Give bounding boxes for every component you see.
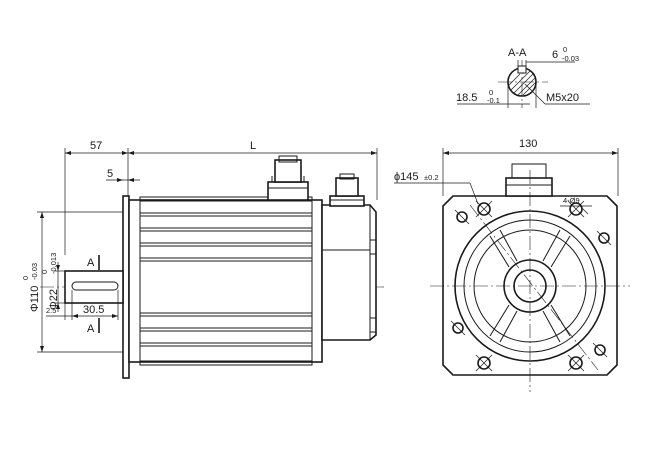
encoder-housing bbox=[321, 204, 377, 341]
key-width-value: 6 bbox=[552, 49, 558, 61]
side-view: 57 L 5 bbox=[21, 140, 385, 379]
key-depth-tol-lower: -0.1 bbox=[487, 96, 500, 105]
bore-circle bbox=[473, 229, 587, 343]
mounting-hole bbox=[456, 211, 468, 223]
mounting-hole bbox=[569, 356, 583, 370]
dim-shaft-tol-lower: -0.013 bbox=[49, 253, 58, 274]
mounting-flange bbox=[122, 195, 130, 379]
housing-outer-circle bbox=[454, 210, 606, 362]
dim-shaft-tol-upper: 0 bbox=[40, 270, 49, 274]
dim-flange-thickness: 5 bbox=[107, 168, 113, 180]
flange-ribs bbox=[489, 229, 571, 343]
mounting-hole bbox=[477, 202, 491, 216]
mounting-hole bbox=[477, 356, 491, 370]
section-marker-bottom: A bbox=[87, 323, 95, 335]
motor-body bbox=[128, 199, 323, 363]
bolt-circle-diagonal bbox=[469, 204, 599, 371]
section-hatching bbox=[508, 70, 537, 97]
body-bottom-cap bbox=[139, 360, 313, 366]
thread-callout: M5x20 bbox=[546, 92, 579, 104]
dim-pilot-tol-upper: 0 bbox=[21, 276, 30, 280]
shaft-circle bbox=[513, 269, 547, 303]
keyway-slot bbox=[517, 65, 527, 74]
dim-pilot-diameter: Φ110 bbox=[29, 286, 41, 312]
mounting-hole bbox=[598, 232, 610, 244]
dim-flange-offset: 57 bbox=[90, 140, 102, 152]
mounting-hole bbox=[594, 344, 606, 356]
key-width-tol-lower: -0.03 bbox=[562, 54, 579, 63]
power-connector bbox=[267, 155, 309, 201]
cooling-fins bbox=[140, 212, 312, 347]
dim-mounting-holes: 4-Ø9 bbox=[563, 196, 580, 205]
shaft-hub-circle bbox=[503, 259, 557, 313]
mounting-hole bbox=[452, 322, 464, 334]
encoder-connector bbox=[329, 173, 365, 207]
key-depth-value: 18.5 bbox=[456, 92, 477, 104]
dim-key-length: 30.5 bbox=[83, 304, 104, 316]
section-marker-top: A bbox=[87, 257, 95, 269]
dim-shaft-diameter: Φ22 bbox=[48, 289, 60, 310]
front-connector bbox=[505, 177, 553, 197]
key-depth-tol-upper: 0 bbox=[489, 88, 493, 97]
dim-overall-length: L bbox=[250, 140, 256, 152]
body-top-cap bbox=[139, 196, 313, 202]
shaft-keyway bbox=[71, 281, 119, 291]
output-shaft bbox=[64, 270, 124, 304]
dim-key-offset: 2.5 bbox=[46, 306, 56, 315]
dim-bolt-circle: ϕ145 bbox=[394, 171, 419, 183]
pilot-circle bbox=[463, 219, 597, 353]
key-width-tol-upper: 0 bbox=[563, 45, 567, 54]
section-a-a-view: A-A 6 0 -0.03 18.5 0 -0.1 M5x20 bbox=[456, 45, 590, 108]
front-view: 130 bbox=[394, 138, 630, 392]
mounting-holes bbox=[450, 200, 612, 372]
section-title: A-A bbox=[508, 47, 527, 59]
mounting-hole bbox=[569, 202, 583, 216]
dim-bolt-circle-tol: ±0.2 bbox=[424, 173, 439, 182]
dim-flange-square: 130 bbox=[519, 138, 537, 150]
dim-pilot-tol-lower: -0.03 bbox=[30, 263, 39, 280]
